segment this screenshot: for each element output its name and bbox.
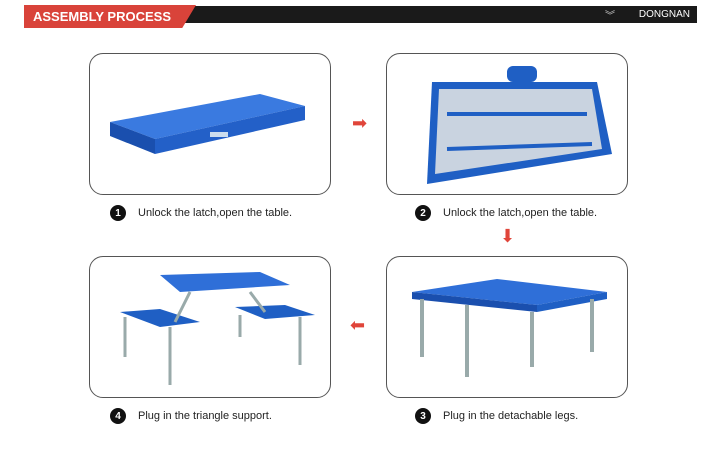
arrow-left-icon: ⬅: [350, 315, 366, 335]
step-text: Unlock the latch,open the table.: [138, 207, 293, 219]
step-1-caption: 1 Unlock the latch,open the table.: [110, 205, 292, 221]
brand-name: DONGNAN: [638, 9, 690, 20]
step-3-image: [386, 256, 628, 398]
step-4-caption: 4 Plug in the triangle support.: [110, 408, 272, 424]
step-2-image: [386, 53, 628, 195]
step-number: 1: [110, 205, 126, 221]
page-title: ASSEMBLY PROCESS: [33, 9, 171, 24]
step-4-image: [89, 256, 331, 398]
step-text: Plug in the triangle support.: [138, 410, 272, 422]
step-text: Plug in the detachable legs.: [443, 410, 579, 422]
step-1-image: [89, 53, 331, 195]
header-title-tab: [24, 5, 196, 28]
step-number: 3: [415, 408, 431, 424]
arrow-right-icon: ➡: [352, 113, 368, 133]
step-2-caption: 2 Unlock the latch,open the table.: [415, 205, 597, 221]
step-text: Unlock the latch,open the table.: [443, 207, 598, 219]
step-3-caption: 3 Plug in the detachable legs.: [415, 408, 578, 424]
arrow-down-icon: ⬇: [500, 226, 516, 246]
step-number: 2: [415, 205, 431, 221]
double-chevron-down-icon: ︾: [605, 11, 615, 22]
step-number: 4: [110, 408, 126, 424]
header-bar: [180, 6, 697, 23]
